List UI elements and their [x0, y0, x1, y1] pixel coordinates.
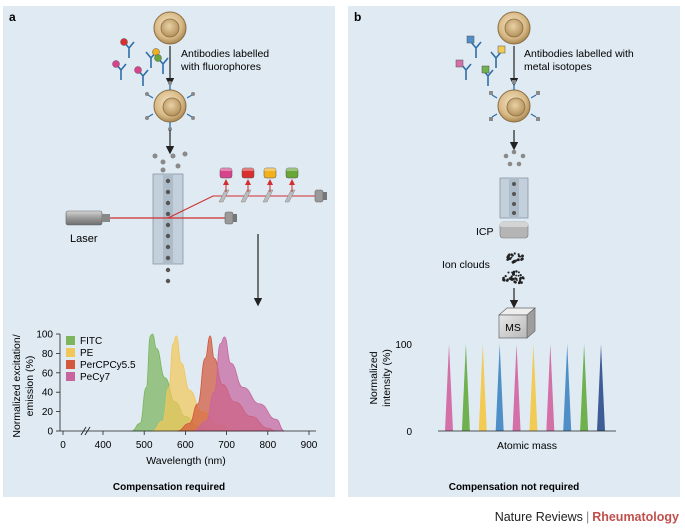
mass-peak: [563, 344, 572, 431]
legend-swatch: [66, 336, 75, 345]
laser-label: Laser: [70, 233, 98, 245]
panel-a-flow-cytometry: a Antibodies labelled with fluorophores: [3, 6, 335, 497]
flow-cell: [152, 151, 188, 284]
chart-ylabel-line1: Normalized: [368, 351, 380, 404]
ion-clouds-icon: [502, 252, 525, 285]
panel-b-mass-cytometry: b Antibodies labelled with metal isotope…: [348, 6, 680, 497]
filter-detector-icon: [285, 167, 299, 179]
chart-xlabel: Wavelength (nm): [146, 455, 226, 467]
panel-letter: a: [9, 10, 16, 24]
spectra-chart: Normalized excitation/ emission (%) 100 8…: [11, 330, 318, 468]
axis-break-icon: [80, 426, 91, 436]
mass-peak: [478, 344, 487, 431]
mass-peak: [512, 344, 521, 431]
mass-peak: [461, 344, 470, 431]
mass-peak: [445, 344, 453, 431]
panel-a-diagram: a Antibodies labelled with fluorophores: [9, 10, 327, 493]
laser-icon: [65, 210, 110, 226]
journal-footer: Nature Reviews|Rheumatology: [495, 510, 679, 524]
antibody-label-line1: Antibodies labelled: [181, 48, 269, 60]
ion-clouds-label: Ion clouds: [442, 259, 490, 271]
journal-prefix: Nature Reviews: [494, 510, 583, 524]
y-tick-label: 100: [36, 330, 53, 341]
spectrum-area-pecy7: [193, 336, 285, 432]
x-tick-label: 800: [259, 440, 276, 451]
metal-tags: [455, 35, 506, 74]
journal-name: Rheumatology: [592, 510, 679, 524]
legend-swatch: [66, 348, 75, 357]
y-tick-label: 60: [42, 368, 54, 379]
nebulizer-chamber: [499, 149, 529, 219]
icp-torch-icon: [499, 221, 529, 239]
filter-detector-icon: [263, 167, 277, 179]
isotope-antibodies-icon: [460, 41, 502, 86]
ms-label: MS: [505, 322, 521, 334]
labelled-cell-icon: [145, 81, 195, 131]
y-tick-label: 0: [47, 427, 53, 438]
footer-divider: |: [585, 510, 590, 524]
x-tick-label: 0: [60, 440, 66, 451]
mass-spectrometer-icon: [498, 307, 536, 339]
legend-label: PeCy7: [80, 372, 110, 383]
legend-swatch: [66, 372, 75, 381]
chart-ylabel-line1: Normalized excitation/: [11, 334, 23, 437]
mass-peak: [529, 344, 538, 431]
x-tick-label: 600: [177, 440, 194, 451]
y-tick-label: 20: [42, 407, 54, 418]
y-tick-label: 40: [42, 388, 54, 399]
antibody-label-line1: Antibodies labelled with: [524, 48, 634, 60]
x-tick-label: 500: [136, 440, 153, 451]
panel-b-diagram: b Antibodies labelled with metal isotope…: [354, 10, 634, 493]
y-tick-label: 100: [395, 340, 412, 351]
dichroic-mirrors: [218, 189, 296, 203]
chart-ylabel-line2: emission (%): [24, 356, 36, 417]
y-tick-label: 0: [406, 427, 412, 438]
panel-letter: b: [354, 10, 361, 24]
filter-detectors: [219, 167, 299, 192]
chart-xlabel: Atomic mass: [497, 440, 557, 452]
cell-icon: [497, 11, 531, 45]
mass-chart: Normalized intensity (%) 100 0 Atomic mas…: [368, 340, 616, 452]
filter-detector-icon: [241, 167, 255, 179]
mass-peak: [546, 344, 555, 431]
y-tick-label: 80: [42, 349, 54, 360]
fluorophore-antibodies-icon: [115, 41, 169, 86]
x-tick-label: 400: [95, 440, 112, 451]
side-scatter-detector-icon: [314, 189, 327, 203]
filter-detector-icon: [219, 167, 233, 179]
x-tick-label: 700: [218, 440, 235, 451]
chart-ylabel-line2: intensity (%): [381, 349, 393, 407]
legend-swatch: [66, 360, 75, 369]
fluorophore-dots: [112, 38, 162, 74]
legend-label: PE: [80, 348, 94, 359]
compensation-note: Compensation not required: [449, 482, 580, 493]
mass-peak: [597, 344, 605, 431]
legend-label: FITC: [80, 336, 102, 347]
x-tick-label: 900: [301, 440, 318, 451]
compensation-note: Compensation required: [113, 482, 225, 493]
legend-label: PerCPCy5.5: [80, 360, 136, 371]
antibody-label-line2: metal isotopes: [524, 61, 592, 73]
side-scatter-beam: [167, 195, 323, 219]
antibody-label-line2: with fluorophores: [180, 61, 261, 73]
cell-icon: [153, 11, 187, 45]
mass-peak: [580, 344, 589, 431]
forward-scatter-detector-icon: [224, 211, 237, 225]
mass-peak: [495, 344, 504, 431]
labelled-cell-icon: [489, 80, 540, 123]
icp-label: ICP: [476, 226, 494, 238]
